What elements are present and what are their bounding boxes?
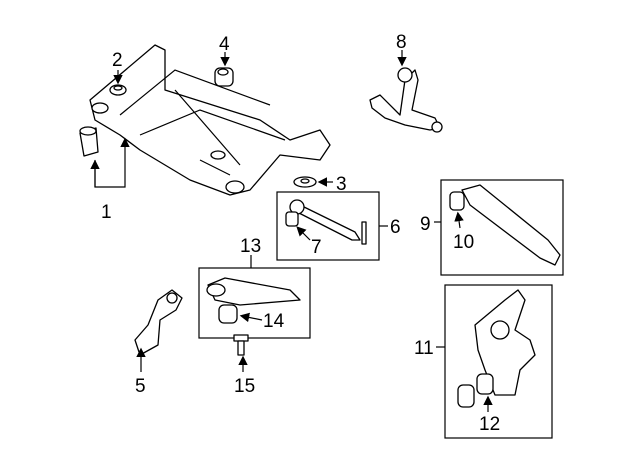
callout-5: 5 <box>135 376 146 397</box>
part-3 <box>293 176 317 188</box>
trailing-link <box>449 184 561 266</box>
upper-control-arm <box>369 67 443 133</box>
lateral-link <box>285 199 367 245</box>
callout-8: 8 <box>396 32 407 53</box>
box-trailing-link <box>440 179 564 276</box>
callout-13: 13 <box>240 236 261 257</box>
callout-7: 7 <box>311 237 322 258</box>
callout-4: 4 <box>219 34 230 55</box>
callout-15: 15 <box>234 376 255 397</box>
box-lower-arm <box>198 267 311 339</box>
callout-11: 11 <box>414 338 434 359</box>
leader-lines <box>90 50 493 412</box>
callout-3: 3 <box>336 174 347 195</box>
knuckle <box>457 289 536 408</box>
bracket <box>134 289 183 356</box>
callout-6: 6 <box>390 217 401 238</box>
subframe-bushing <box>79 126 99 157</box>
callout-1: 1 <box>101 202 112 223</box>
bolt <box>233 334 249 356</box>
callout-10: 10 <box>453 232 474 253</box>
part-2 <box>109 84 127 96</box>
box-knuckle <box>444 284 553 439</box>
callout-14: 14 <box>263 311 285 332</box>
lower-arm <box>206 277 301 324</box>
part-4 <box>214 67 234 87</box>
callout-2: 2 <box>112 50 123 71</box>
rear-crossmember <box>89 44 331 196</box>
callout-12: 12 <box>479 414 500 435</box>
callout-9: 9 <box>420 214 431 235</box>
